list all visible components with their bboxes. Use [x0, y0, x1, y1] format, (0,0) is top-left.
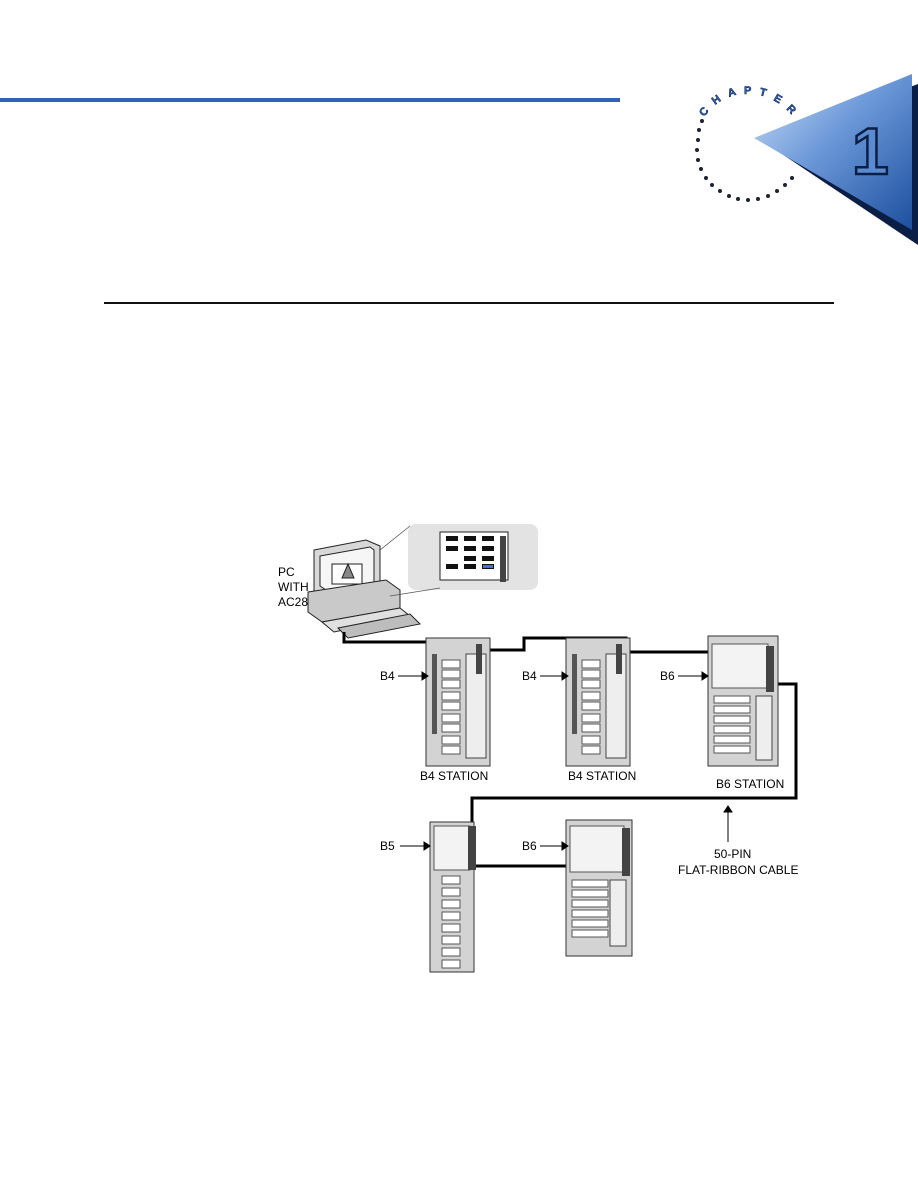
chapter-letter: T: [758, 86, 768, 99]
badge-dotted-circle: [695, 119, 794, 202]
chapter-letter: H: [710, 93, 723, 107]
b6-station-board: [707, 635, 779, 767]
b5-station-board: [429, 821, 476, 973]
pointer-label: B5: [380, 839, 395, 853]
badge-triangle-shape: [754, 74, 912, 230]
pc-label-line: AC28: [278, 595, 308, 609]
ac28-card-callout: [379, 524, 538, 597]
chapter-letter: P: [744, 85, 751, 97]
pointer-label: B4: [380, 669, 395, 683]
section-divider: [104, 302, 834, 304]
b4-station-board: [425, 637, 491, 767]
cable-caption: FLAT-RIBBON CABLE: [678, 863, 798, 877]
pointer-label: B4: [522, 669, 537, 683]
pointer-label: B6: [522, 839, 537, 853]
chapter-letter: C: [697, 105, 711, 119]
chapter-letter: R: [784, 103, 798, 117]
chapter-number: 1: [852, 114, 889, 188]
chapter-letter: E: [772, 92, 784, 106]
chapter-header-rule: [0, 98, 620, 102]
b6-station-board: [565, 819, 633, 957]
pointer-label: B6: [660, 669, 675, 683]
station-caption: B4 STATION: [568, 769, 636, 783]
system-diagram: PC WITH AC28: [278, 524, 798, 973]
pc-computer: [307, 539, 422, 639]
chapter-badge: C H A P T E R 1: [695, 74, 918, 245]
pointer-arrow: [398, 671, 733, 851]
pc-label-line: WITH: [278, 580, 309, 594]
pc-label-line: PC: [278, 565, 295, 579]
chapter-letter: A: [726, 86, 737, 100]
station-caption: B6 STATION: [716, 777, 784, 791]
chapter-word: C H A P T E R: [697, 85, 798, 119]
station-caption: B4 STATION: [420, 769, 488, 783]
cable-caption: 50-PIN: [714, 847, 751, 861]
b4-station-board: [565, 637, 631, 767]
